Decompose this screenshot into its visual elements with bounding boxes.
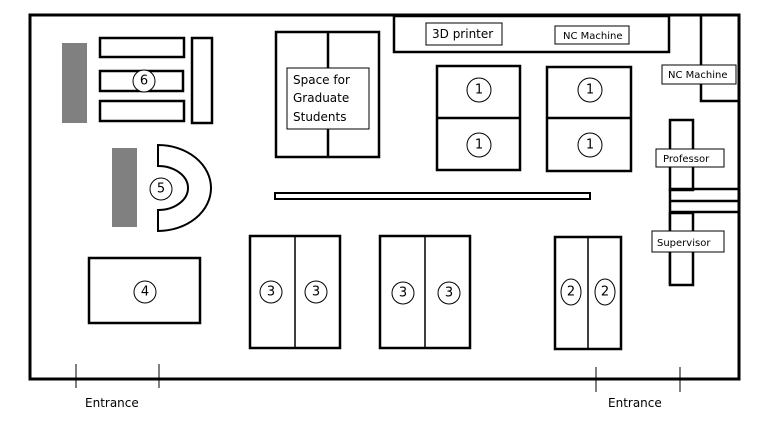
marker-3-label: 3	[445, 286, 453, 301]
marker-1: 1	[466, 132, 492, 158]
marker-4: 4	[133, 280, 157, 304]
printer-3d-label: 3D printer	[432, 27, 493, 41]
supervisor-label: Supervisor	[657, 238, 711, 249]
marker-3: 3	[259, 280, 283, 304]
marker-2-label: 2	[567, 285, 575, 300]
grad-space-label-box	[286, 67, 370, 130]
marker-5-label: 5	[157, 182, 165, 197]
shelf-gray-middle	[112, 148, 137, 227]
marker-1-label: 1	[586, 138, 594, 153]
marker-1: 1	[577, 77, 603, 103]
rack-6-bottom	[98, 99, 186, 123]
marker-3-label: 3	[267, 285, 275, 300]
marker-3-label: 3	[312, 285, 320, 300]
supervisor-label-box	[651, 230, 725, 253]
rack-6-vertical	[190, 36, 214, 125]
marker-6-label: 6	[140, 74, 148, 89]
professor-label: Professor	[663, 154, 710, 165]
marker-3: 3	[437, 281, 461, 305]
marker-3: 3	[304, 280, 328, 304]
entrance-left-label: Entrance	[85, 396, 139, 410]
marker-2: 2	[560, 278, 582, 306]
grad-space-label-line1: Space for	[293, 73, 350, 87]
rack-6-top	[98, 36, 186, 59]
professor-label-box	[655, 148, 725, 168]
marker-3-label: 3	[399, 286, 407, 301]
nc-machine-right-label-box	[661, 64, 737, 85]
marker-5: 5	[149, 177, 173, 201]
marker-4-label: 4	[141, 285, 149, 300]
marker-1-label: 1	[475, 83, 483, 98]
long-bench	[274, 192, 591, 200]
printer-3d-label-box	[425, 22, 503, 46]
marker-6: 6	[132, 69, 156, 93]
shelf-gray-top	[62, 43, 87, 123]
nc-machine-right-label: NC Machine	[668, 70, 728, 81]
nc-machine-top-label: NC Machine	[563, 31, 623, 42]
marker-2: 2	[594, 278, 616, 306]
marker-1: 1	[466, 77, 492, 103]
nc-machine-top-label-box	[554, 25, 630, 45]
entrance-right-label: Entrance	[608, 396, 662, 410]
grad-space-label-line3: Students	[293, 110, 347, 124]
marker-3: 3	[391, 281, 415, 305]
marker-1: 1	[577, 132, 603, 158]
marker-1-label: 1	[586, 83, 594, 98]
marker-2-label: 2	[601, 285, 609, 300]
nc-machine-right-area	[699, 16, 739, 103]
area-5-curved-desk	[157, 143, 212, 233]
marker-1-label: 1	[475, 138, 483, 153]
grad-space-label-line2: Graduate	[293, 91, 349, 105]
